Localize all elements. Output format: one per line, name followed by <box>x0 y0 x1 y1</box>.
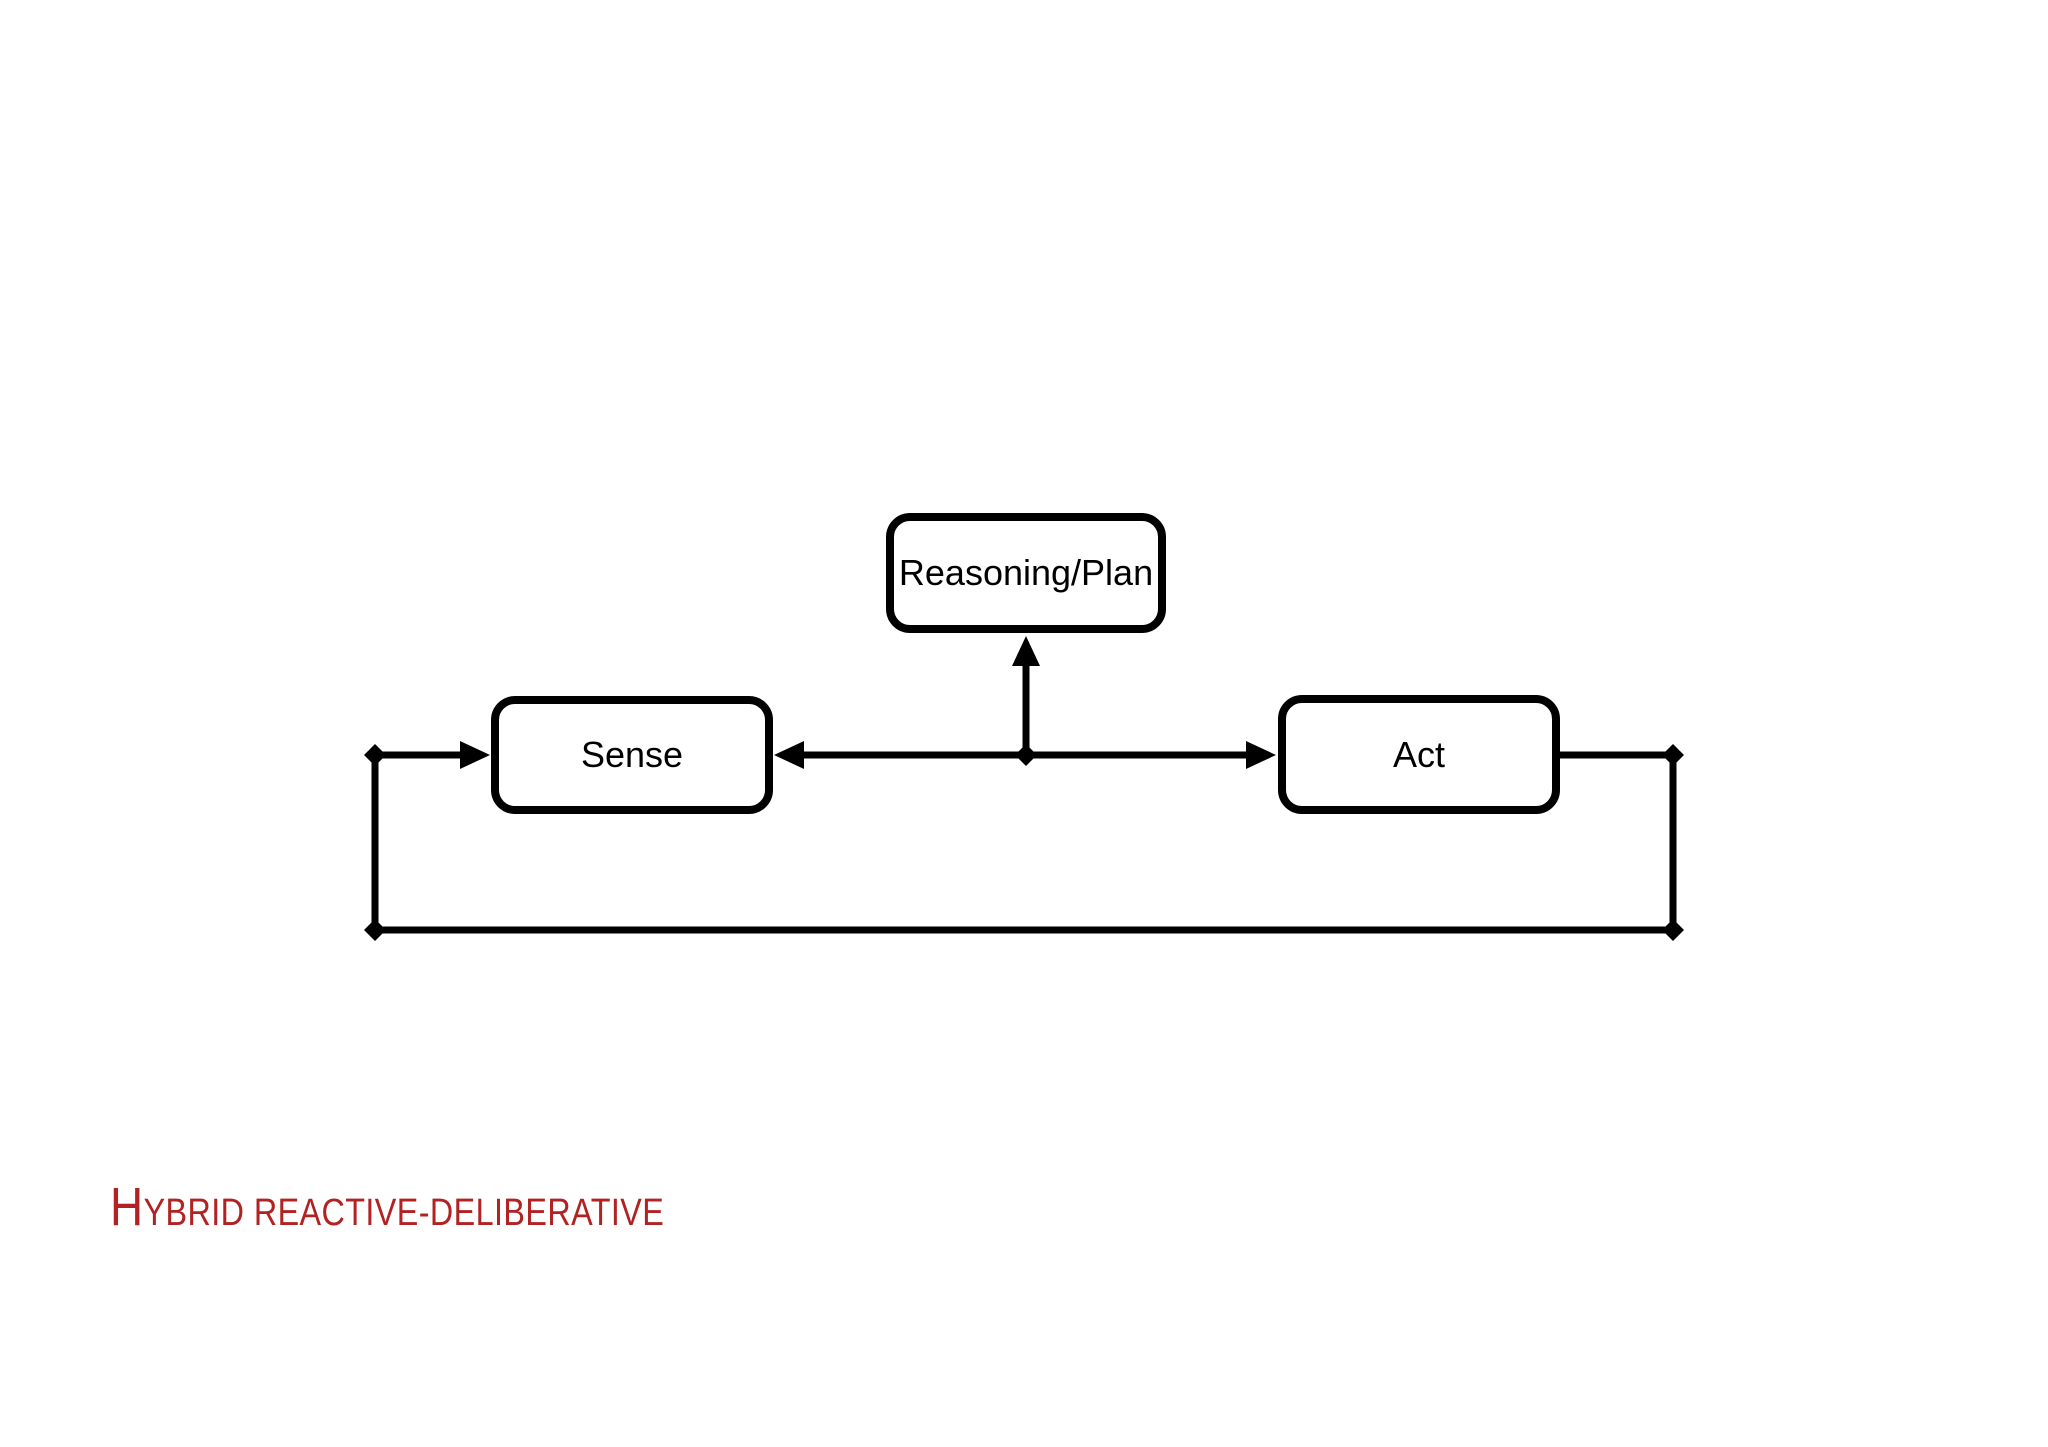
node-act-label: Act <box>1392 733 1445 775</box>
arrowhead-into-reasoning-icon <box>1012 636 1040 666</box>
node-sense: Sense <box>491 696 773 814</box>
diamond-bottom-right-icon <box>1662 919 1684 941</box>
arrowhead-into-sense-right-icon <box>774 741 804 769</box>
arrowhead-into-act-icon <box>1246 741 1276 769</box>
node-act: Act <box>1278 695 1560 814</box>
node-reasoning-plan-label: Reasoning/Plan <box>898 552 1154 593</box>
diamond-center-junction-icon <box>1015 744 1037 766</box>
diamond-top-right-icon <box>1662 744 1684 766</box>
node-sense-label: Sense <box>580 734 684 775</box>
diamond-bottom-left-icon <box>364 919 386 941</box>
slide-caption: Hybrid reactive-deliberative <box>110 1177 665 1237</box>
arrowhead-into-sense-left-icon <box>460 741 490 769</box>
node-reasoning-plan: Reasoning/Plan <box>886 513 1166 633</box>
diamond-top-left-icon <box>364 744 386 766</box>
